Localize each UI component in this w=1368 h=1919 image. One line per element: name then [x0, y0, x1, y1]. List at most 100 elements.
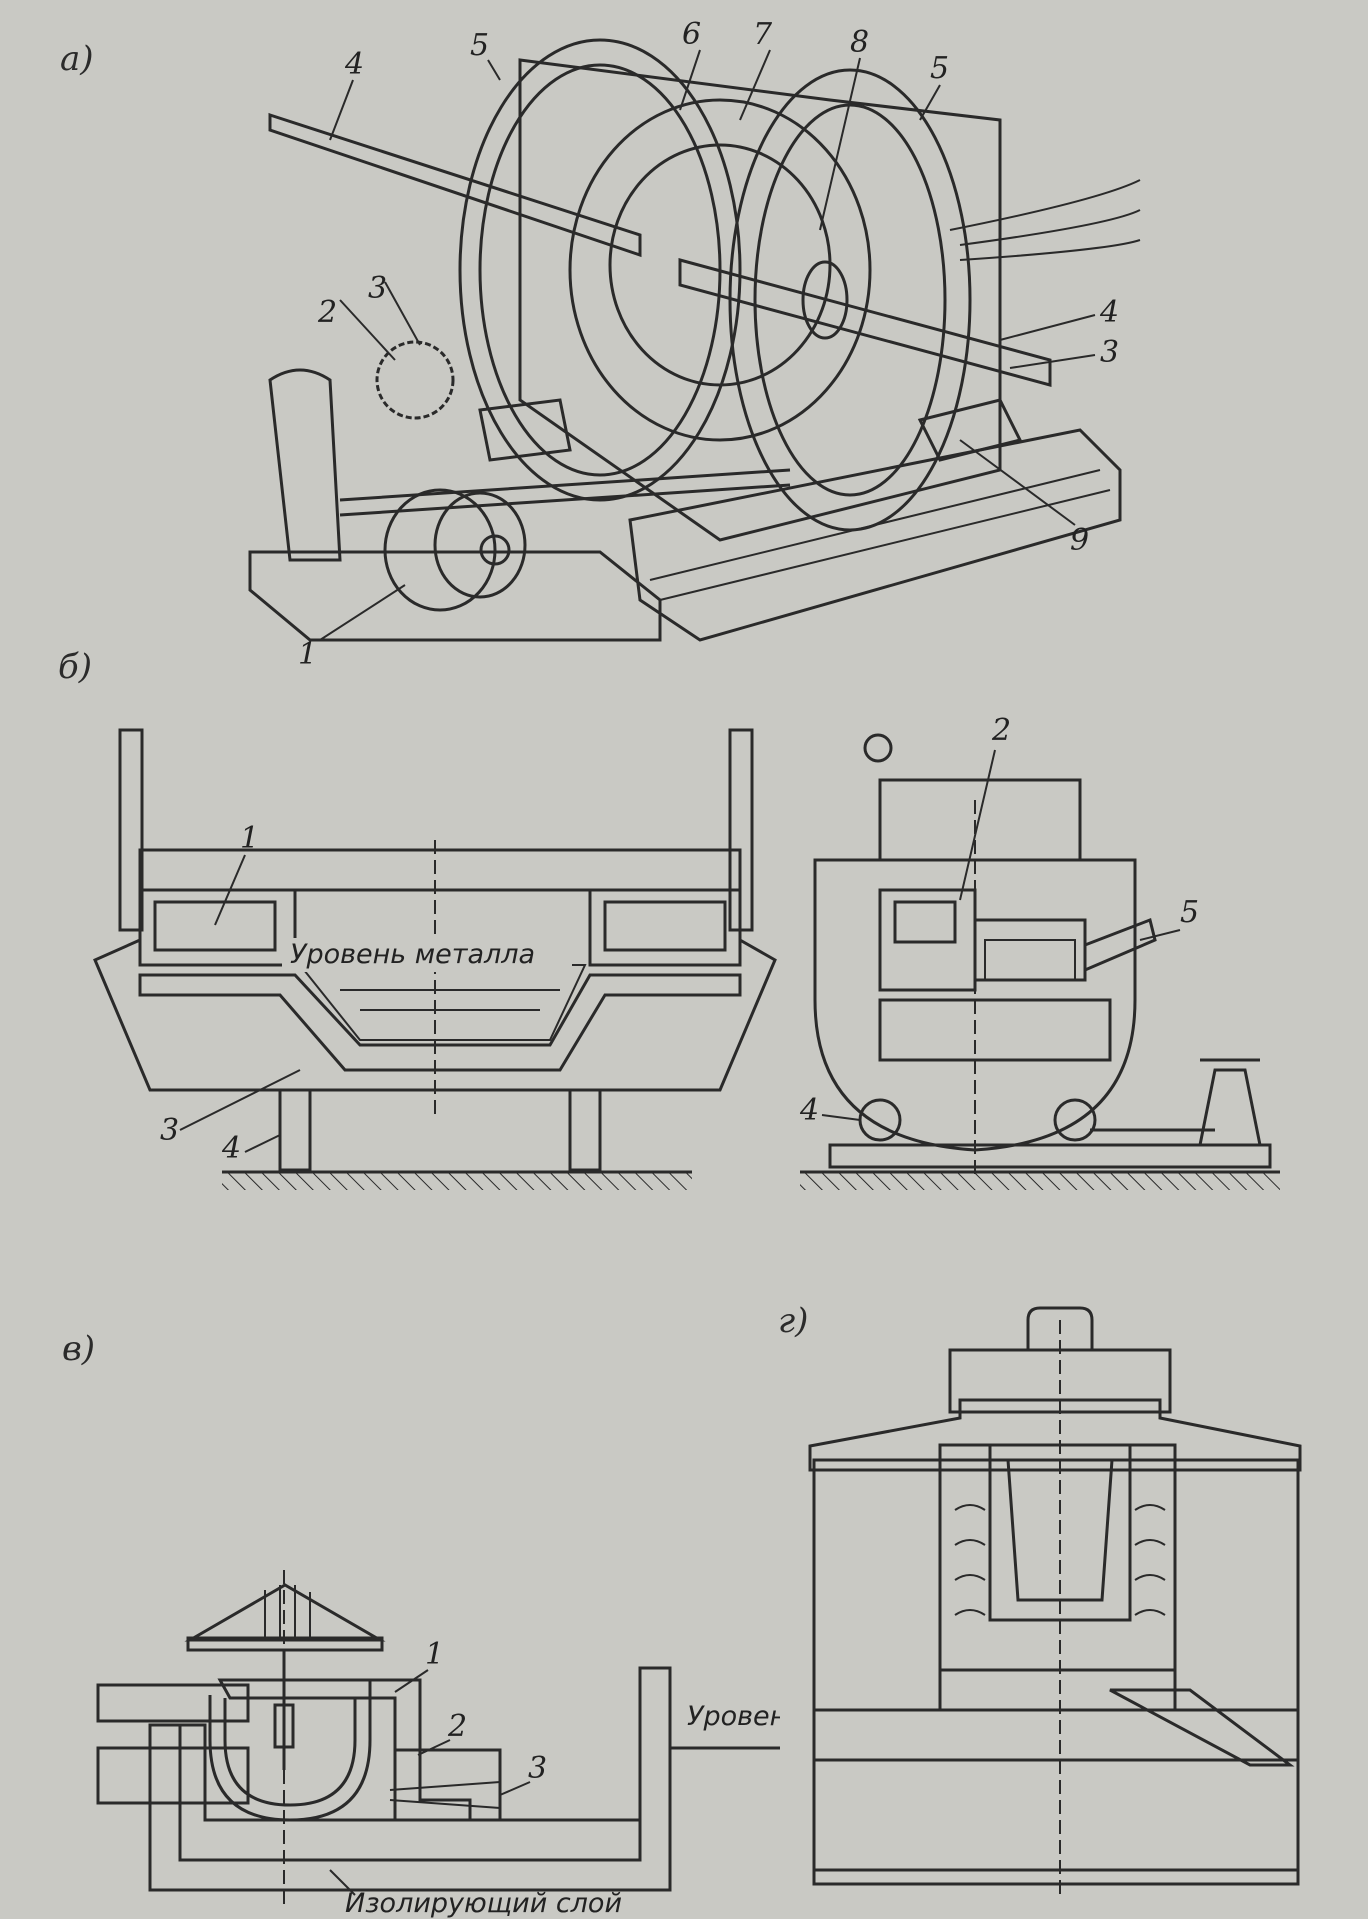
support-roller-right: [917, 398, 1023, 462]
v-insulating-leader: [329, 1869, 356, 1896]
motor-shaft-end: [479, 534, 511, 566]
callout-b-4-right: 4: [799, 1093, 819, 1128]
panel-g-label: г): [780, 1301, 808, 1341]
panel-v-pit-crucible-furnace: в) Уровень пола Изолирующий слой 1 2 3: [62, 1329, 780, 1919]
g-crucible-cavity: [1006, 1458, 1114, 1602]
end-cover-plate: [753, 103, 947, 497]
callout-a-9: 9: [1070, 523, 1089, 558]
b-screw-jack: [1198, 1068, 1262, 1147]
callout-a-6: 6: [682, 17, 701, 52]
panel-a-leader-lines: [319, 49, 1096, 641]
gear-ring-left: [458, 38, 742, 502]
v-floor-slab-upper: [96, 1683, 250, 1723]
drum-chamber-interior: [608, 143, 832, 387]
motor-foundation: [248, 550, 662, 642]
callout-b-3: 3: [160, 1113, 179, 1148]
g-tap-channel: [1109, 1688, 1295, 1767]
b-metal-bath: [297, 964, 587, 1041]
b-cross-burner-opening: [893, 900, 957, 944]
callout-b-4-left: 4: [221, 1131, 241, 1166]
motor-end-cap: [433, 491, 527, 599]
bearing-stand-left: [268, 368, 342, 562]
drive-gear-pinion: [375, 340, 455, 420]
v-floor-level-label: Уровень пола: [687, 1701, 780, 1732]
g-roof-casing: [808, 1398, 1302, 1472]
g-lid-handle: [1026, 1306, 1094, 1350]
b-leader-lines-right: [821, 749, 1181, 1121]
b-roller-right: [1053, 1098, 1097, 1142]
callout-a-2: 2: [317, 295, 337, 330]
b-furnace-roof: [138, 848, 742, 892]
callout-a-5-right: 5: [930, 51, 949, 86]
b-base-frame: [828, 1143, 1272, 1169]
b-tilt-frame: [878, 778, 1082, 862]
b-burner-opening-right: [603, 900, 727, 952]
furnace-foundation: [628, 428, 1122, 642]
callout-v-2: 2: [447, 1709, 467, 1744]
electric-motor: [383, 488, 497, 612]
v-burner-nozzle: [389, 1781, 501, 1809]
v-pit-inner-wall: [178, 1723, 642, 1862]
callout-b-5: 5: [1180, 895, 1199, 930]
b-tilt-pulley: [863, 733, 893, 763]
b-hearth-lining: [138, 973, 742, 1072]
callout-a-7: 7: [753, 17, 773, 52]
panel-v-label: в): [62, 1329, 95, 1369]
refractory-lining: [568, 98, 872, 442]
callout-v-1: 1: [425, 1637, 444, 1672]
power-cables: [949, 179, 1141, 261]
b-ground-right: [800, 1172, 1280, 1190]
panel-g-electric-crucible-furnace: г): [780, 1301, 1302, 1900]
b-support-leg-right: [568, 1088, 602, 1172]
g-coil-block: [938, 1443, 1177, 1672]
v-crucible-inner: [223, 1698, 357, 1807]
panel-b-reverberatory-furnace: б) Уровень мета: [58, 647, 1280, 1190]
v-insulating-layer: [148, 1666, 672, 1892]
b-metal-level-bg: [282, 938, 572, 972]
v-insulating-layer-label: Изолирующий слой: [345, 1888, 622, 1919]
drive-shaft: [339, 468, 791, 517]
furnace-drum-body: [518, 58, 1002, 542]
g-base-plate: [812, 1868, 1300, 1886]
v-lid-ribs: [264, 1585, 311, 1640]
drum-shell-left: [478, 63, 722, 477]
b-metal-level-label: Уровень металла: [290, 939, 535, 970]
callout-a-3-right: 3: [1100, 335, 1119, 370]
b-metal-surface-lines: [340, 989, 560, 1011]
b-longitudinal-section: Уровень металла 1 3 4: [93, 728, 777, 1190]
support-roller-left: [478, 398, 572, 462]
panel-a-rotary-furnace: а) 1 2: [60, 17, 1141, 672]
callout-a-3-left: 3: [368, 271, 387, 306]
v-burner-block: [393, 1748, 502, 1822]
b-cross-section: 2 5 4: [799, 713, 1280, 1190]
b-cross-hearth: [878, 998, 1112, 1062]
g-inductor-turns: [954, 1504, 1166, 1616]
b-cross-metal-bath: [984, 939, 1076, 981]
electrode-holder-right: [678, 258, 1052, 387]
callout-a-1: 1: [298, 637, 317, 672]
electrode-flange: [801, 260, 849, 340]
gear-ring-right: [728, 68, 972, 532]
b-lift-rod-left: [118, 728, 144, 932]
callout-a-8: 8: [850, 25, 869, 60]
callout-a-5-left: 5: [470, 28, 489, 63]
b-support-leg-left: [278, 1088, 312, 1172]
panel-a-label: а): [60, 39, 94, 79]
callout-b-1: 1: [240, 821, 259, 856]
callout-a-4-right: 4: [1099, 295, 1119, 330]
panel-b-label: б): [58, 647, 92, 687]
b-cross-bath-wall: [973, 918, 1087, 982]
v-leader-lines: [394, 1669, 531, 1796]
callout-b-2: 2: [991, 713, 1011, 748]
callout-v-3: 3: [528, 1751, 547, 1786]
b-burner-opening-left: [153, 900, 277, 952]
v-chamber-top: [217, 1678, 372, 1700]
callout-a-4-left: 4: [344, 47, 364, 82]
b-tap-spout: [1083, 917, 1157, 973]
v-crucible: [208, 1695, 372, 1822]
electrode-holder-left: [268, 112, 642, 258]
b-leader-lines-left: [179, 854, 301, 1153]
g-brick-foundation: [812, 1708, 1300, 1872]
b-burner-chamber-right: [588, 888, 742, 967]
